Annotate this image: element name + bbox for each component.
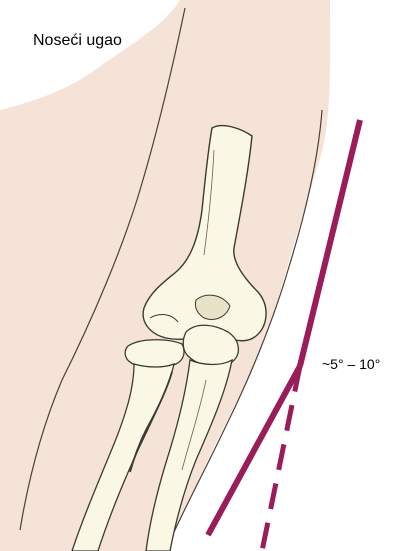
- extended-axis-dashed-line: [262, 366, 300, 551]
- diagram-title: Noseći ugao: [33, 32, 122, 50]
- carrying-angle-label: ~5° – 10°: [322, 356, 380, 372]
